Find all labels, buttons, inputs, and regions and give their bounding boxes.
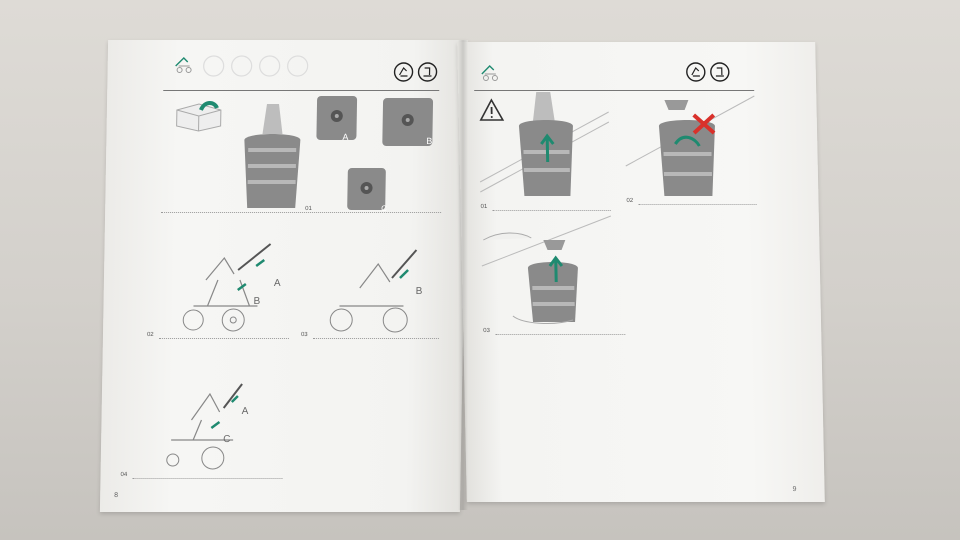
stroller-icon [481,65,498,81]
step-line-01 [161,212,442,213]
cross-icon [692,113,716,135]
part-letter-a-02: A [273,278,281,289]
step-label-04: 04 [120,472,128,478]
stroller-illustration-04 [166,383,243,470]
step-label-r02: 02 [626,198,634,204]
step-label-r03: 03 [483,328,490,334]
step-line-r01 [492,210,611,211]
left-page: A B C 01 A B [99,40,469,512]
part-letter-b-03: B [415,286,423,297]
step-label-03: 03 [300,332,308,338]
cupholder-illustration [244,104,301,208]
stroller-icon [175,57,192,73]
header-rule-left [163,90,440,91]
holder-illustration-01 [479,92,610,196]
step-label-r01: 01 [480,204,488,210]
stroller-illustration-03 [329,249,418,333]
part-b [382,98,434,146]
page-number-right: 9 [792,486,797,493]
holder-illustration-03 [481,215,612,324]
part-letter-b-02: B [253,296,261,307]
step-line-r03 [495,334,626,335]
part-a [316,96,358,140]
part-letter-b: B [426,136,433,146]
stroller-illustration-02 [182,243,272,332]
step-line-03 [312,338,439,339]
part-letter-a: A [342,132,349,142]
step-line-r02 [638,204,757,205]
box-icon [176,101,222,132]
part-letter-c-04: C [223,434,231,445]
part-letter-a-04: A [241,406,249,417]
mode-icon-left-1 [393,62,414,82]
faded-icons-row [203,55,309,77]
right-page: 01 02 03 9 [457,42,825,502]
mode-icon-left-2 [417,62,438,82]
mode-icon-right-2 [710,62,730,82]
page-number-left: 8 [114,492,119,499]
step-line-04 [132,478,283,479]
mode-icon-right-1 [686,62,706,82]
step-label-02: 02 [146,332,154,338]
step-line-02 [158,338,289,339]
header-rule-right [474,90,755,91]
part-c [347,168,386,210]
book-gutter [458,40,468,510]
holder-illustration-02 [625,95,755,196]
warning-triangle-icon [479,98,505,121]
